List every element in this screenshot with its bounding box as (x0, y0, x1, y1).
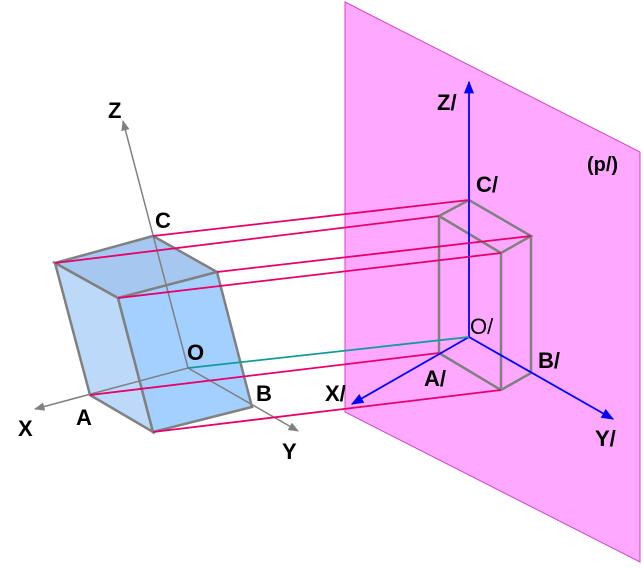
projection-rays (54, 199, 532, 433)
label-o-proj: O/ (470, 314, 494, 339)
label-plane: (p/) (587, 154, 618, 176)
projection-ray-a (89, 352, 440, 396)
label-c-proj: C/ (476, 172, 498, 197)
label-z: Z (108, 98, 121, 123)
label-y: Y (282, 439, 297, 464)
axis-z-line (121, 119, 189, 369)
label-b-proj: B/ (538, 348, 560, 373)
projection-plane (344, 1, 641, 563)
label-a: A (76, 405, 92, 430)
projection-ray-c (152, 199, 470, 237)
axis-y-line (187, 367, 299, 432)
label-x-proj: X/ (325, 381, 346, 406)
label-z-proj: Z/ (437, 90, 457, 115)
projected-box (436, 198, 534, 392)
label-o: O (187, 340, 204, 365)
projection-ray-bottom-front (152, 389, 502, 433)
cube-right-face (116, 270, 254, 434)
label-x: X (18, 416, 33, 441)
axis-x-line (33, 367, 189, 411)
label-a-proj: A/ (424, 366, 446, 391)
axis-x-proj-line (350, 336, 470, 405)
projection-ray-o (187, 336, 470, 369)
projection-ray-top-right (216, 235, 532, 273)
label-y-proj: Y/ (595, 426, 616, 451)
label-c: C (155, 208, 171, 233)
projection-ray-top-front (117, 252, 502, 299)
projection-ray-top-left (54, 215, 440, 264)
label-b: B (256, 381, 272, 406)
axis-y-proj-line (468, 336, 615, 420)
